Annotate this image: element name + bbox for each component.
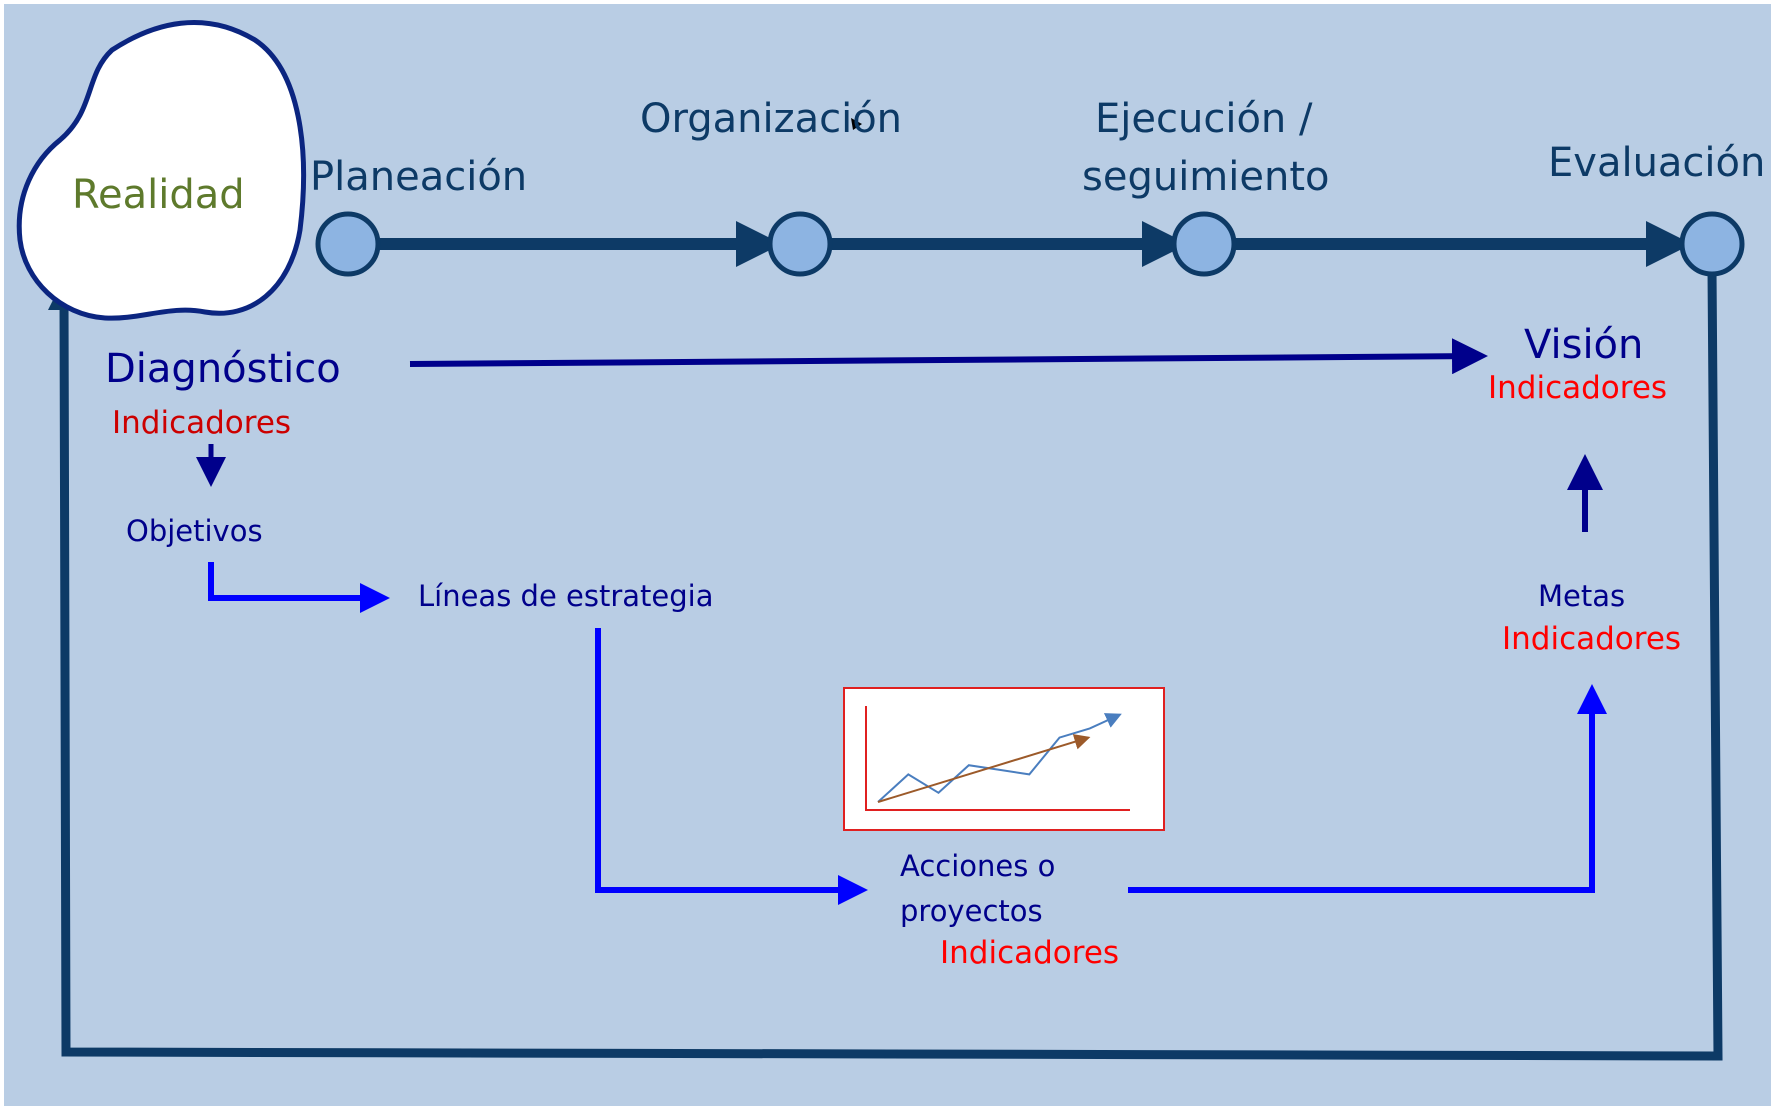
process-arrow-head-1-icon <box>736 221 782 267</box>
stage-label-evaluacion: Evaluación <box>1548 140 1766 186</box>
acciones-indicators: Indicadores <box>940 935 1120 971</box>
diagnostico-title: Diagnóstico <box>105 346 341 392</box>
metas-indicators: Indicadores <box>1502 621 1682 657</box>
chart-axes <box>865 706 1130 811</box>
vision-indicators: Indicadores <box>1488 370 1668 406</box>
reality-cloud-icon <box>16 20 306 321</box>
vision-title: Visión <box>1524 322 1644 368</box>
lineas-to-acciones-arrow <box>595 628 868 905</box>
reality-label: Realidad <box>72 172 245 218</box>
lineas-label: Líneas de estrategia <box>418 579 714 613</box>
chart-series-0 <box>877 713 1122 803</box>
stage-label-ejecucion-line1: Ejecución / <box>1095 96 1313 142</box>
feedback-loop-arrow <box>59 269 1723 1061</box>
indicator-chart <box>865 706 1130 811</box>
objetivos-to-lineas-arrow <box>208 562 390 613</box>
indicator-chart-frame <box>843 687 1165 831</box>
process-arrow-head-3-icon <box>1646 221 1692 267</box>
acciones-line1: Acciones o <box>900 849 1056 883</box>
stage-label-organizacion: Organización <box>640 96 903 142</box>
acciones-line2: proyectos <box>900 894 1043 928</box>
organizacion-node-icon <box>767 211 833 277</box>
diagnostico-to-vision-arrow <box>409 338 1488 375</box>
evaluacion-node-icon <box>1679 211 1745 277</box>
process-arrow-head-2-icon <box>1142 221 1188 267</box>
metas-label: Metas <box>1538 579 1626 613</box>
objetivos-label: Objetivos <box>126 514 263 548</box>
chart-series-1 <box>877 734 1091 803</box>
acciones-to-metas-arrow <box>1128 684 1607 893</box>
stage-label-planeacion: Planeación <box>310 154 528 200</box>
diagnostico-indicators: Indicadores <box>112 405 292 441</box>
planeacion-node-icon <box>315 211 381 277</box>
stage-label-ejecucion-line2: seguimiento <box>1082 154 1330 200</box>
cursor-mark-icon <box>851 118 862 130</box>
ejecucion-node-icon <box>1171 211 1237 277</box>
